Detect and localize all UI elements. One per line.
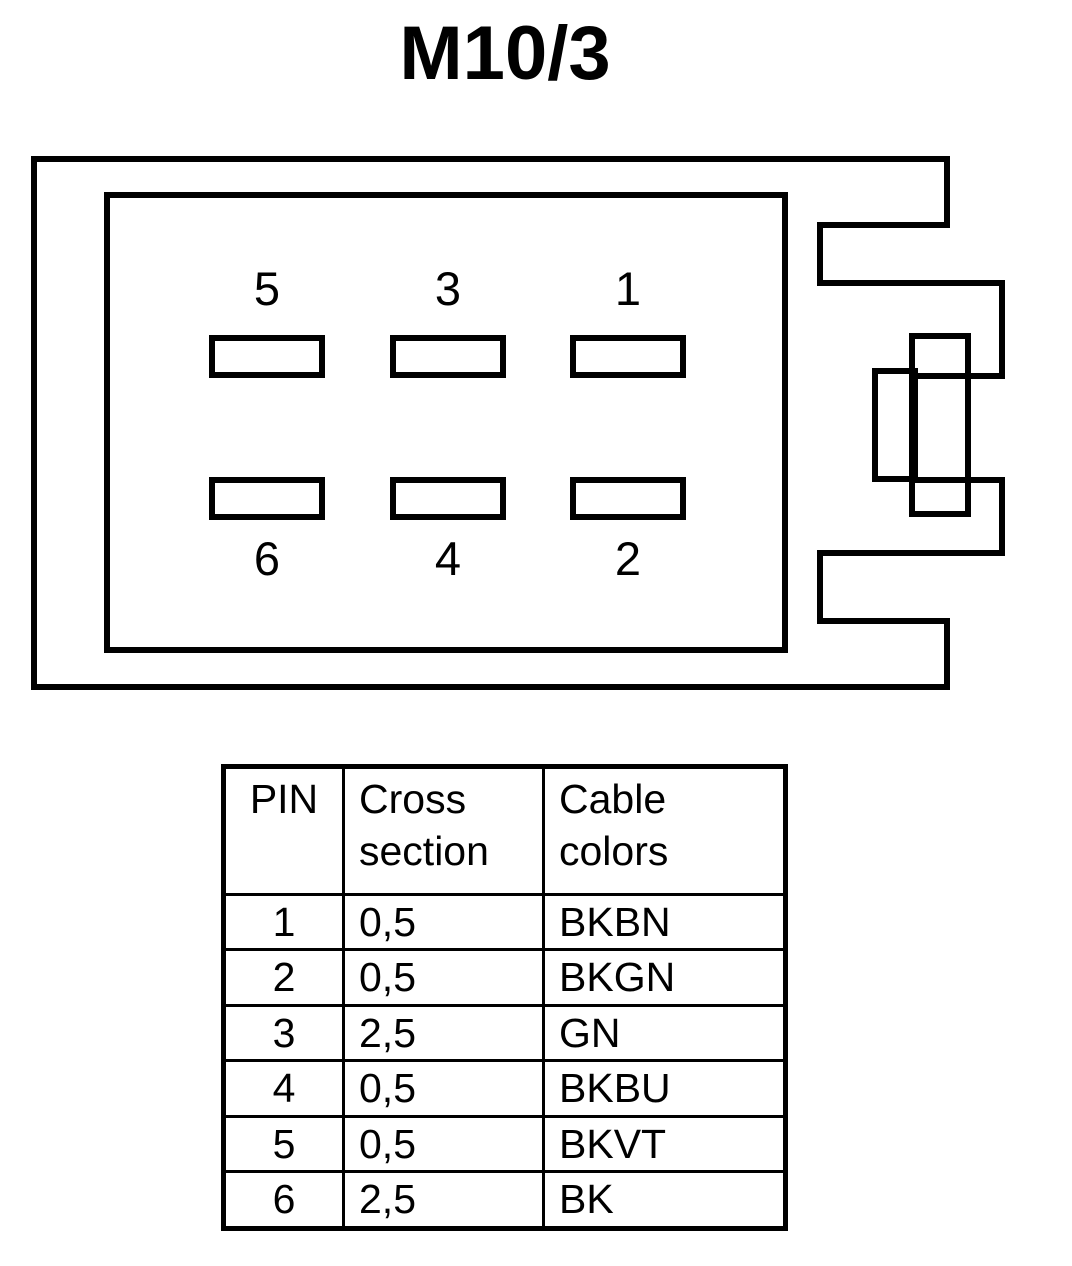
pin-label-2: 2 xyxy=(615,532,641,585)
latch-tongue xyxy=(909,333,971,517)
table-row: 1 0,5 BKBN xyxy=(222,892,787,952)
column-header-cable-colors-line1: Cable xyxy=(559,776,667,822)
pin-label-6: 6 xyxy=(254,532,280,585)
pin-label-1: 1 xyxy=(615,262,641,315)
table-header: PIN Cross section Cable colors xyxy=(222,765,787,896)
pin-slot-5 xyxy=(209,335,325,378)
pin-slot-4 xyxy=(390,477,506,520)
cell-cross-section: 0,5 xyxy=(342,1059,545,1118)
table-row: 6 2,5 BK xyxy=(222,1170,787,1230)
connector-outer-body-outline xyxy=(31,156,1005,690)
pin-slot-2 xyxy=(570,477,686,520)
pin-slot-1 xyxy=(570,335,686,378)
cell-pin: 4 xyxy=(222,1059,345,1118)
connector-svg: 5 3 1 6 4 2 xyxy=(31,156,1005,690)
pin-label-4: 4 xyxy=(435,532,461,585)
table-row: 4 0,5 BKBU xyxy=(222,1059,787,1118)
cell-cross-section: 2,5 xyxy=(342,1003,545,1063)
cell-cable-colors: BKBU xyxy=(542,1059,787,1118)
column-header-cross-section-line1: Cross xyxy=(359,776,467,822)
cell-cable-colors: BK xyxy=(542,1170,787,1230)
cell-cable-colors: BKBN xyxy=(542,892,787,952)
table-row: 5 0,5 BKVT xyxy=(222,1114,787,1174)
latch-notch xyxy=(872,368,918,482)
cell-cable-colors: BKGN xyxy=(542,948,787,1007)
connector-diagram: 5 3 1 6 4 2 xyxy=(0,140,1072,710)
column-header-cable-colors-line2: colors xyxy=(559,828,669,875)
table-body: 1 0,5 BKBN 2 0,5 BKGN 3 2,5 GN 4 0,5 BKB… xyxy=(222,892,787,1230)
table-row: 2 0,5 BKGN xyxy=(222,948,787,1007)
page-title: M10/3 xyxy=(399,11,611,96)
cell-pin: 6 xyxy=(222,1170,345,1230)
pin-slot-3 xyxy=(390,335,506,378)
cell-cable-colors: BKVT xyxy=(542,1114,787,1174)
cell-cross-section: 0,5 xyxy=(342,892,545,952)
pin-label-5: 5 xyxy=(254,262,280,315)
cell-cross-section: 0,5 xyxy=(342,1114,545,1174)
pin-slot-6 xyxy=(209,477,325,520)
table-header-row: PIN Cross section Cable colors xyxy=(222,765,787,896)
column-header-cross-section: Cross section xyxy=(342,765,545,896)
pin-label-3: 3 xyxy=(435,262,461,315)
cell-cross-section: 2,5 xyxy=(342,1170,545,1230)
cell-pin: 1 xyxy=(222,892,345,952)
cell-cross-section: 0,5 xyxy=(342,948,545,1007)
cell-cable-colors: GN xyxy=(542,1003,787,1063)
column-header-cable-colors: Cable colors xyxy=(542,765,787,896)
pin-assignment-table: PIN Cross section Cable colors 1 0,5 BKB… xyxy=(221,764,788,1231)
column-header-cross-section-line2: section xyxy=(359,828,489,875)
pin-table-container: PIN Cross section Cable colors 1 0,5 BKB… xyxy=(221,764,788,1231)
cell-pin: 5 xyxy=(222,1114,345,1174)
column-header-pin: PIN xyxy=(222,765,345,896)
cell-pin: 2 xyxy=(222,948,345,1007)
table-row: 3 2,5 GN xyxy=(222,1003,787,1063)
connector-inner-housing xyxy=(104,192,788,653)
cell-pin: 3 xyxy=(222,1003,345,1063)
